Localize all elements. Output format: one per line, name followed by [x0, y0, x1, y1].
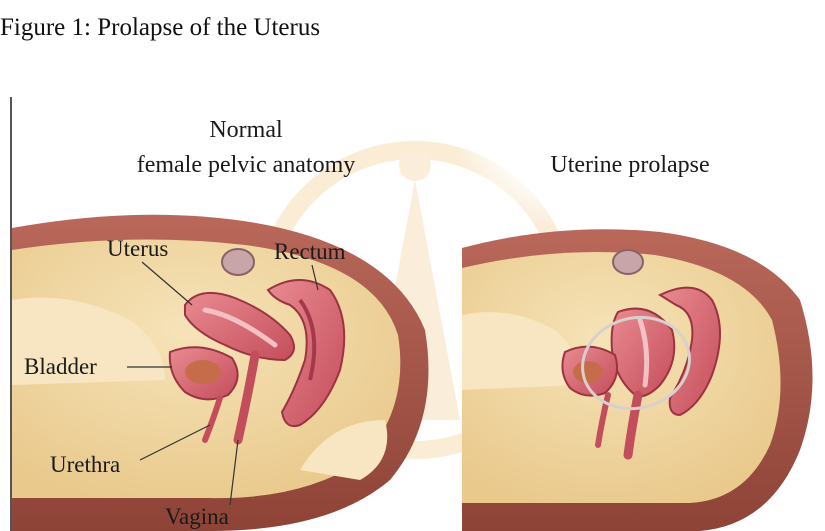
prolapse-ovary — [613, 250, 643, 274]
normal-anatomy-panel: Normal female pelvic anatomy Uterus Rect… — [12, 117, 428, 531]
label-uterus: Uterus — [107, 236, 168, 261]
normal-panel-title-line2: female pelvic anatomy — [137, 152, 356, 178]
prolapse-panel-title: Uterine prolapse — [550, 152, 709, 178]
normal-panel-title-line1: Normal — [209, 117, 283, 143]
label-vagina: Vagina — [165, 504, 229, 529]
label-rectum: Rectum — [274, 239, 346, 264]
label-bladder: Bladder — [24, 354, 97, 379]
label-urethra: Urethra — [50, 452, 120, 477]
normal-ovary — [222, 249, 254, 275]
